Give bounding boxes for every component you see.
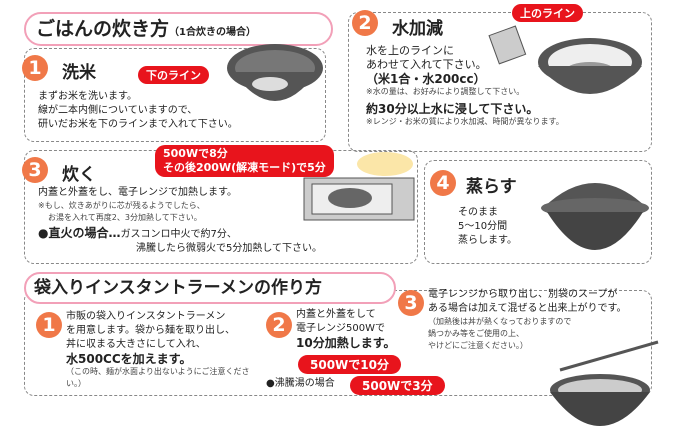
note: ※水の量は、お好みにより調整して下さい。	[366, 87, 525, 96]
microwave-badge: 500Wで8分その後200W(解凍モード)で5分	[155, 145, 334, 177]
rice-title: ごはんの炊き方（1合炊きの場合）	[24, 12, 333, 46]
text-line: 線が二本内側についていますので、	[38, 105, 198, 116]
pot-and-pitcher-illustration	[488, 25, 642, 94]
text-line: 丼に収まる大きさにして入れ、	[66, 339, 206, 350]
step-number: 1	[22, 55, 48, 81]
rice-subtitle: （1合炊きの場合）	[169, 27, 256, 38]
ramen-step2-text: 内蓋と外蓋をして 電子レンジ500Wで 10分加熱します。	[296, 308, 396, 350]
ramen-badge: 500Wで10分	[298, 355, 401, 374]
text-line: を用意します。袋から麺を取り出し、	[66, 325, 235, 336]
step4-text: そのまま 5〜10分間 蒸らします。	[458, 206, 517, 248]
text-line: 研いだお米を下のラインまで入れて下さい。	[38, 119, 238, 130]
step-number: 3	[22, 157, 48, 183]
text-line: ある場合は加えて混ぜると出来上がりです。	[428, 303, 627, 314]
step1-heading: 洗米	[62, 63, 96, 83]
step3-text: 内蓋と外蓋をし、電子レンジで加熱します。 ※もし、炊きあがりに芯が残るようでした…	[38, 186, 322, 256]
ramen-bowl-illustration	[550, 340, 659, 426]
step2-heading: 水加減	[392, 19, 443, 39]
text-line: 5〜10分間	[458, 221, 508, 232]
text-line: 沸騰したら微弱火で5分加熱して下さい。	[136, 243, 323, 254]
note: お湯を入れて再度2、3分加熱して下さい。	[48, 213, 202, 222]
note: やけどにご注意ください。）	[428, 341, 528, 350]
note: ※もし、炊きあがりに芯が残るようでしたら、	[38, 201, 205, 210]
step2-box	[348, 12, 652, 152]
step3-heading: 炊く	[62, 165, 96, 185]
step-number: 2	[352, 10, 378, 36]
badge-line: その後200W(解凍モード)で5分	[163, 161, 326, 174]
text-line: そのまま	[458, 207, 498, 218]
text-line: （米1合・水200cc）	[366, 72, 486, 86]
bowl-illustration	[227, 44, 323, 101]
step-number: 1	[36, 312, 62, 338]
text-line: 電子レンジから取り出し、別袋のスープが	[428, 289, 618, 300]
boil-label: ●沸騰湯の場合	[266, 378, 335, 389]
ramen-step3-text: 電子レンジから取り出し、別袋のスープが ある場合は加えて混ぜると出来上がりです。…	[428, 288, 627, 352]
badge-line: 500Wで8分	[163, 147, 228, 160]
step4-heading: 蒸らす	[466, 177, 517, 197]
boil-badge: 500Wで3分	[350, 376, 445, 395]
text-line: 蒸らします。	[458, 235, 517, 246]
text-line: 電子レンジ500Wで	[296, 323, 385, 334]
step-number: 2	[266, 312, 292, 338]
lower-line-label: 下のライン	[138, 66, 209, 84]
step1-text: まずお米を洗います。 線が二本内側についていますので、 研いだお米を下のラインま…	[38, 90, 238, 132]
step4-box	[424, 160, 652, 264]
step-number: 3	[398, 290, 424, 316]
water-amount: 水500CCを加えます。	[66, 352, 192, 366]
step2-text: 水を上のラインに あわせて入れて下さい。 （米1合・水200cc） ※水の量は、…	[366, 44, 564, 128]
upper-line-label: 上のライン	[512, 4, 583, 22]
ramen-step1-text: 市販の袋入りインスタントラーメン を用意します。袋から麺を取り出し、 丼に収まる…	[66, 310, 256, 390]
direct-fire-label: ●直火の場合…	[38, 226, 121, 240]
soak-instruction: 約30分以上水に浸して下さい。	[366, 102, 539, 116]
text-line: 水を上のラインに	[366, 44, 454, 57]
text-line: 市販の袋入りインスタントラーメン	[66, 311, 226, 322]
rice-title-text: ごはんの炊き方	[36, 18, 170, 40]
text-line: 10分加熱します。	[296, 336, 396, 350]
text-line: まずお米を洗います。	[38, 91, 137, 102]
text-line: 内蓋と外蓋をし、電子レンジで加熱します。	[38, 187, 237, 198]
note: 鍋つかみ等をご使用の上、	[428, 329, 524, 338]
note: （この時、麺が水面より出ないようにご注意ください。）	[66, 367, 250, 388]
step-number: 4	[430, 170, 456, 196]
note: ※レンジ・お米の質により水加減、時間が異なります。	[366, 117, 564, 126]
microwave-illustration	[303, 152, 415, 221]
note: （加熱後は丼が熱くなっておりますので	[428, 317, 572, 326]
step1-box	[24, 48, 326, 142]
covered-bowl-illustration	[541, 183, 649, 250]
text-line: あわせて入れて下さい。	[366, 58, 487, 71]
text-line: ガスコンロ中火で約7分、	[120, 229, 237, 240]
ramen-title: 袋入りインスタントラーメンの作り方	[24, 272, 396, 304]
text-line: 内蓋と外蓋をして	[296, 309, 376, 320]
